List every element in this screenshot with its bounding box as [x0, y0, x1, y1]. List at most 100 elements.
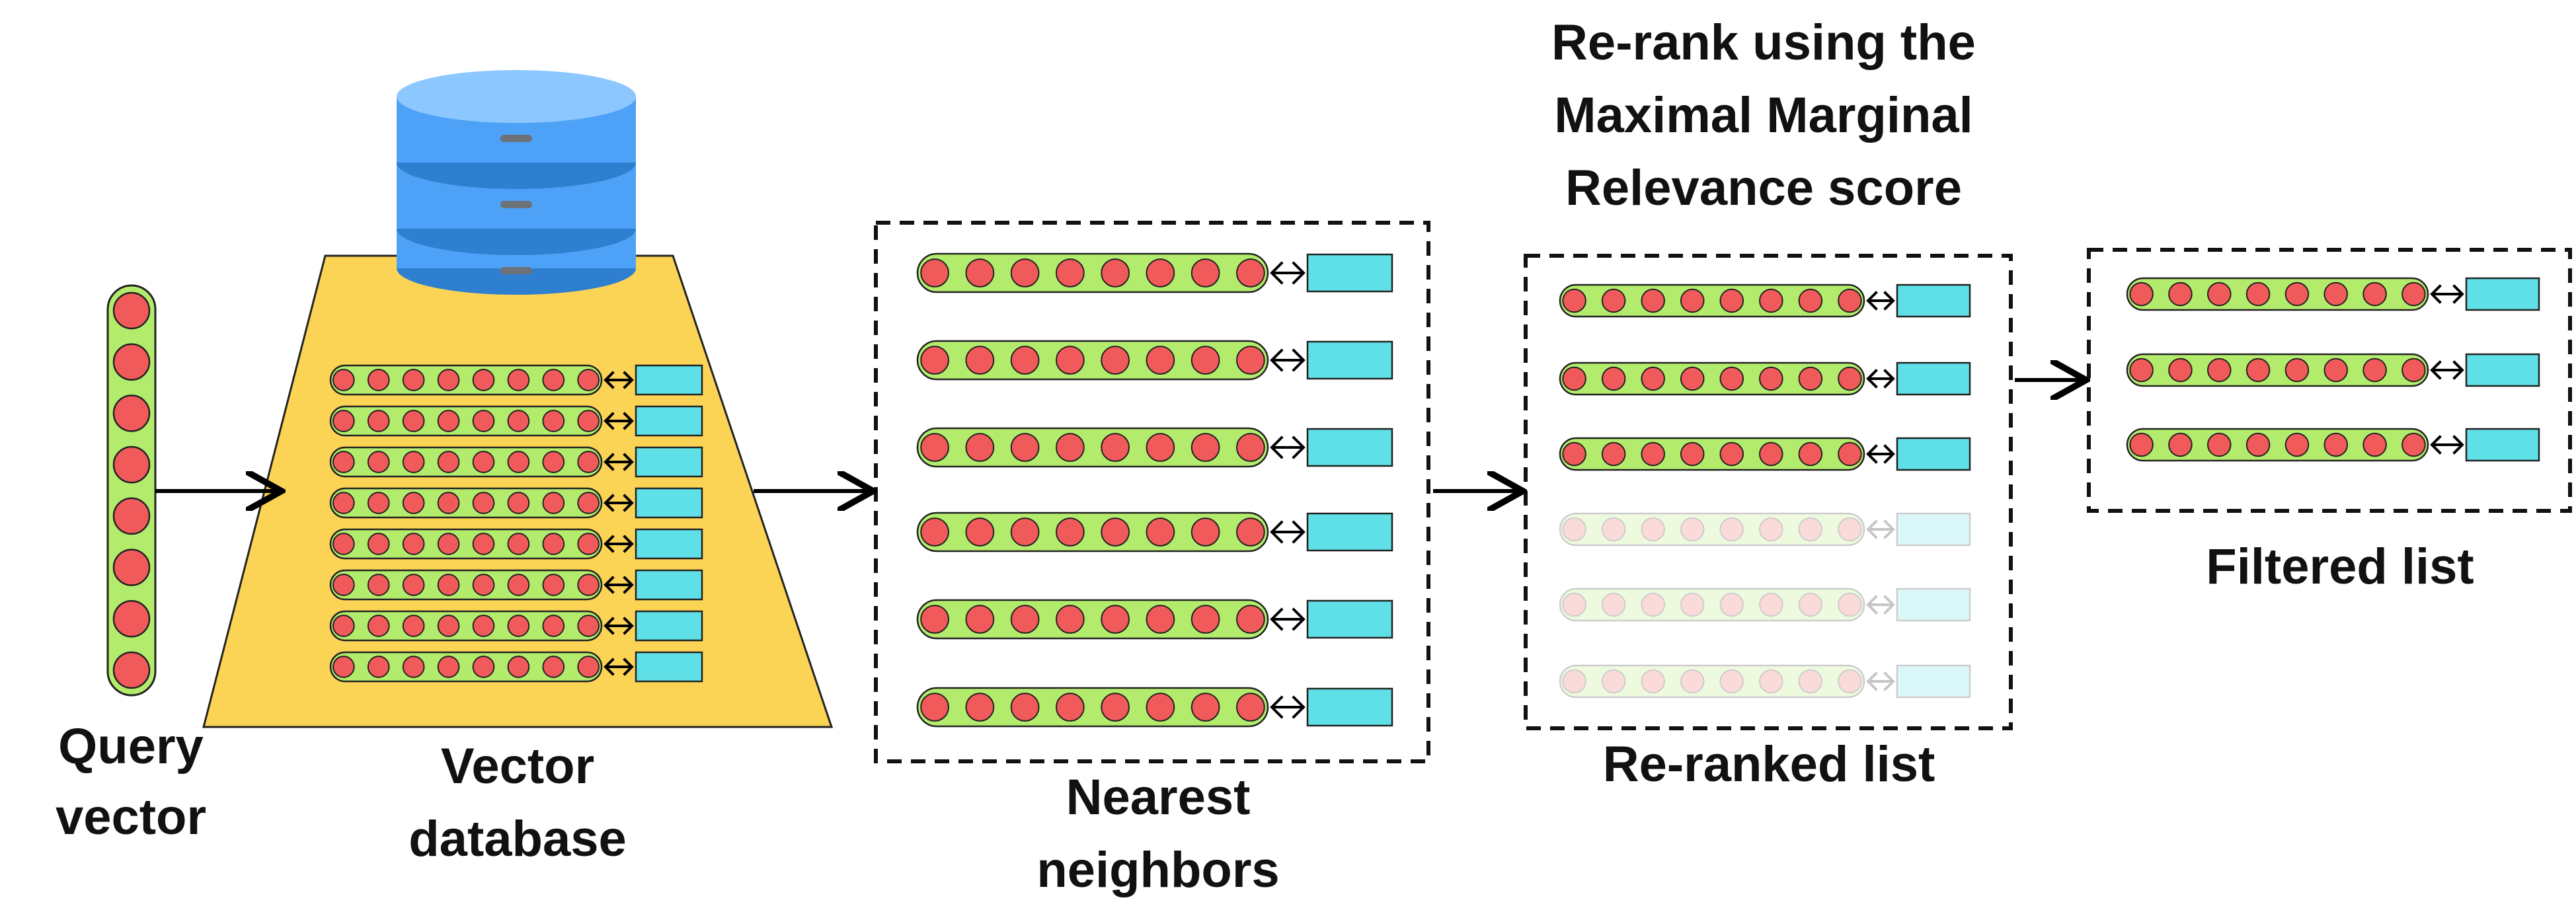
- vector-element-circle: [577, 615, 600, 637]
- vector-element-circle: [1759, 592, 1783, 617]
- vector-element-circle: [112, 497, 151, 535]
- vector-row: [916, 340, 1393, 381]
- payload-box: [1896, 362, 1971, 396]
- arrow-right-icon: [623, 658, 634, 676]
- vector-element-circle: [2284, 282, 2310, 307]
- vector-element-circle: [1562, 288, 1586, 313]
- vector-element-circle: [507, 656, 530, 678]
- arrow-right-icon: [2452, 284, 2464, 304]
- vector-element-circle: [437, 410, 460, 432]
- vector-element-circle: [507, 492, 530, 514]
- vector-element-circle: [1641, 669, 1665, 694]
- arrow-left-icon: [604, 658, 615, 676]
- vector-database: [202, 70, 834, 728]
- vector-element-circle: [920, 605, 949, 634]
- vector-element-circle: [1101, 517, 1130, 547]
- vector-element-circle: [367, 533, 390, 555]
- vector-element-circle: [332, 615, 355, 637]
- payload-box: [635, 610, 703, 642]
- arrow-left-icon: [2430, 284, 2442, 304]
- vector-element-circle: [1055, 258, 1085, 287]
- embedding-vector: [329, 569, 603, 601]
- vector-element-circle: [472, 369, 495, 391]
- vector-element-circle: [2323, 432, 2349, 457]
- vector-element-circle: [332, 369, 355, 391]
- vector-element-circle: [1562, 441, 1586, 467]
- nearest-neighbors-label: Nearest neighbors: [1036, 769, 1279, 898]
- payload-box: [1306, 340, 1393, 380]
- embedding-vector: [1559, 362, 1865, 396]
- vector-element-circle: [2362, 358, 2387, 383]
- payload-box: [1896, 512, 1971, 547]
- embedding-vector: [329, 528, 603, 560]
- rerank-title-line2: Maximal Marginal: [1554, 87, 1973, 143]
- payload-box: [635, 405, 703, 437]
- vector-element-circle: [472, 533, 495, 555]
- vector-element-circle: [1010, 346, 1040, 375]
- arrow-left-icon: [604, 412, 615, 430]
- vector-element-circle: [2206, 282, 2232, 307]
- vector-element-circle: [577, 492, 600, 514]
- vector-element-circle: [507, 451, 530, 473]
- vector-element-circle: [965, 517, 995, 547]
- vector-element-circle: [1601, 441, 1626, 467]
- vector-element-circle: [965, 693, 995, 722]
- vector-element-circle: [920, 433, 949, 462]
- arrow-right-icon: [1883, 671, 1895, 691]
- vector-element-circle: [1236, 258, 1265, 287]
- vector-element-circle: [402, 574, 425, 596]
- vector-row: [1559, 588, 1971, 622]
- vector-element-circle: [1719, 288, 1744, 313]
- vector-element-circle: [2323, 358, 2349, 383]
- embedding-vector: [329, 446, 603, 478]
- arrow-right-icon: [2452, 435, 2464, 455]
- arrow-left-icon: [2430, 360, 2442, 380]
- embedding-vector: [916, 427, 1269, 468]
- vector-element-circle: [332, 574, 355, 596]
- arrow-left-icon: [1866, 444, 1878, 464]
- vector-element-circle: [577, 410, 600, 432]
- vector-element-circle: [507, 369, 530, 391]
- embedding-vector: [1559, 512, 1865, 547]
- arrow-left-icon: [1270, 520, 1284, 544]
- vector-element-circle: [1190, 605, 1220, 634]
- payload-box: [2465, 277, 2540, 311]
- vector-element-circle: [1010, 605, 1040, 634]
- vector-element-circle: [1798, 441, 1823, 467]
- arrow-left-icon: [1270, 261, 1284, 285]
- vector-element-circle: [1101, 605, 1130, 634]
- payload-box: [1896, 437, 1971, 471]
- vector-element-circle: [1838, 366, 1862, 391]
- vector-element-circle: [1719, 592, 1744, 617]
- vector-row: [329, 405, 703, 437]
- vector-element-circle: [1055, 433, 1085, 462]
- vector-element-circle: [1236, 693, 1265, 722]
- vector-element-circle: [367, 369, 390, 391]
- vector-element-circle: [1641, 366, 1665, 391]
- vector-element-circle: [1680, 288, 1705, 313]
- arrow-left-icon: [2430, 435, 2442, 455]
- query-label-line1: Query: [58, 718, 204, 775]
- vector-element-circle: [1562, 669, 1586, 694]
- vector-element-circle: [1055, 693, 1085, 722]
- vector-element-circle: [1562, 366, 1586, 391]
- vector-element-circle: [1236, 605, 1265, 634]
- vector-row: [916, 599, 1393, 640]
- embedding-vector: [329, 364, 603, 396]
- vector-element-circle: [1236, 346, 1265, 375]
- vector-element-circle: [542, 574, 565, 596]
- vector-element-circle: [1601, 517, 1626, 542]
- vector-element-circle: [1719, 366, 1744, 391]
- vector-element-circle: [1601, 288, 1626, 313]
- vector-row: [2126, 277, 2540, 311]
- vector-element-circle: [2129, 432, 2154, 457]
- query-vector: [106, 284, 157, 697]
- vector-element-circle: [2206, 432, 2232, 457]
- arrow-right-icon: [623, 617, 634, 635]
- reranked-list-label: Re-ranked list: [1603, 736, 1935, 792]
- db-label-line2: database: [409, 811, 627, 867]
- vector-element-circle: [542, 410, 565, 432]
- vector-element-circle: [1601, 592, 1626, 617]
- arrow-right-icon: [1292, 695, 1306, 719]
- vector-element-circle: [332, 410, 355, 432]
